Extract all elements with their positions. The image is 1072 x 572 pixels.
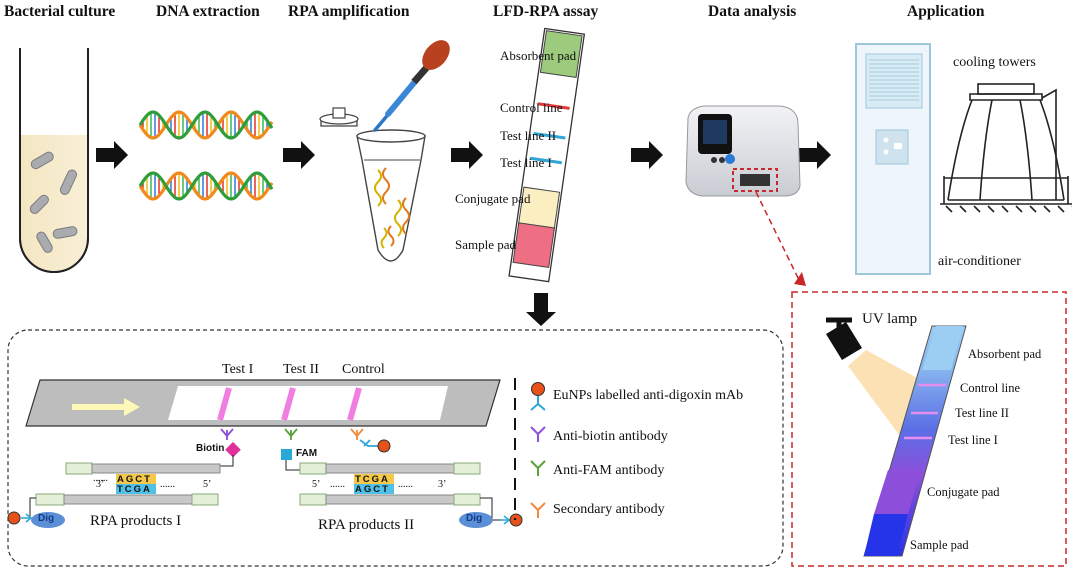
label-test-i: Test I [222,362,254,377]
secondary-antibody-complex [359,439,391,453]
legend-anti-biotin: Anti-biotin antibody [553,429,668,444]
p1-end-5: 5’ [203,479,212,490]
uv-label-absorbent: Absorbent pad [968,347,1042,361]
header-bacterial-culture: Bacterial culture [4,3,116,20]
p1-dots-right: ...... [160,479,175,490]
uv-label-test1: Test line I [948,433,998,447]
cooling-tower-icon [940,83,1072,213]
p2-end-5: 5’ [312,479,321,490]
p2-end-3: 3’ [438,479,447,490]
capture-antibodies [220,428,364,440]
label-fam: FAM [296,448,318,459]
uv-label-sample: Sample pad [910,538,969,552]
label-uv-lamp: UV lamp [862,311,918,327]
label-sample-pad: Sample pad [455,237,517,252]
header-lfd-rpa-assay: LFD-RPA assay [493,3,599,20]
p2-dots-left: ...... [330,479,345,490]
detail-panel [7,329,784,567]
label-cooling-towers: cooling towers [953,55,1036,70]
legend-icons [530,382,546,518]
fam-marker [281,449,292,460]
p2-dots-right: ...... [398,479,413,490]
header-dna-extraction: DNA extraction [156,3,260,20]
label-biotin: Biotin [196,443,225,454]
dig-label-i: Dig [38,513,55,524]
legend-anti-fam: Anti-FAM antibody [553,463,665,478]
dig-label-ii: Dig [466,513,483,524]
legend-secondary: Secondary antibody [553,502,665,517]
label-air-conditioner: air-conditioner [938,254,1021,269]
detail-strip [25,379,501,427]
header-data-analysis: Data analysis [708,3,797,20]
dna-helix-icon [138,171,274,201]
uv-label-control: Control line [960,381,1021,395]
rpa-products-ii [299,462,523,528]
fam-linker [285,460,300,471]
uv-panel [791,291,1067,567]
p1-bottom-seq: TCGA [117,484,152,495]
label-test-line-ii: Test line II [500,128,557,143]
label-absorbent-pad: Absorbent pad [500,48,577,63]
p1-top-seq: AGCT [117,474,152,485]
dna-helix-icon [138,110,274,140]
p2-bottom-seq: AGCT [355,484,390,495]
legend-eunps: EuNPs labelled anti-digoxin mAb [553,388,744,403]
label-rpa-products-i: RPA products I [90,513,182,529]
label-conjugate-pad: Conjugate pad [455,191,531,206]
pipette-icon [373,40,450,132]
uv-label-test2: Test line II [955,406,1009,420]
rpa-tube [319,107,426,262]
uv-label-conjugate: Conjugate pad [927,485,1000,499]
label-control-line: Control line [500,100,563,115]
air-conditioner-icon [855,43,931,275]
p1-end-3: 3’ [96,479,105,490]
header-application: Application [907,3,985,20]
p1-dots-left: ...... [93,473,108,484]
analyzer-device [685,105,801,197]
biotin-linker [220,455,234,467]
p2-top-seq: TCGA [355,474,390,485]
zoom-arrowhead [794,272,806,286]
culture-tube [19,48,89,273]
flow-arrows [96,141,831,326]
biotin-marker [225,441,241,458]
label-control: Control [342,362,385,377]
label-test-line-i: Test line I [500,155,552,170]
uv-strip [863,325,967,557]
zoom-connector [755,191,801,283]
lfd-strip [508,27,586,283]
rpa-products-i [7,462,221,528]
header-rpa-amplification: RPA amplification [288,3,410,20]
label-rpa-products-ii: RPA products II [318,517,415,533]
label-test-ii: Test II [283,362,319,377]
